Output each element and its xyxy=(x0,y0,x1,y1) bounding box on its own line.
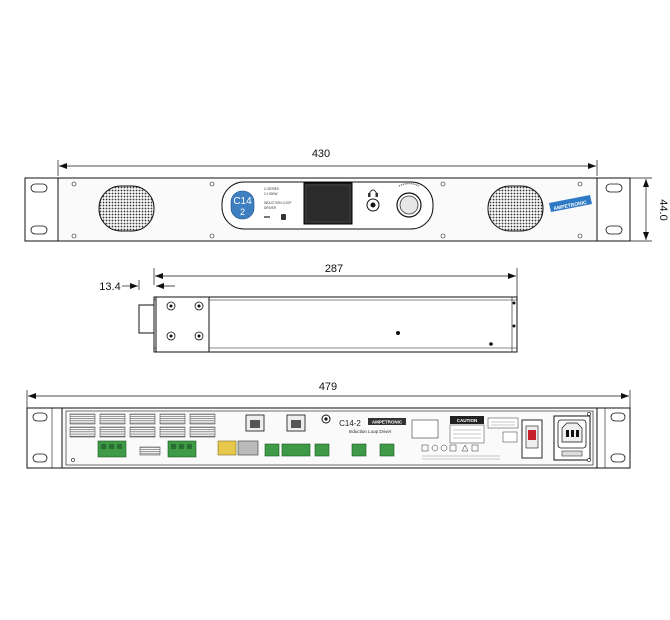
side-screw xyxy=(489,342,493,346)
front-rotary-encoder[interactable] xyxy=(396,182,422,218)
input-connector-4[interactable] xyxy=(351,443,367,457)
input-connector-1[interactable] xyxy=(264,443,280,457)
serial-label-box xyxy=(411,419,439,439)
front-screw xyxy=(440,181,446,187)
svg-text:CAUTION: CAUTION xyxy=(457,418,478,423)
side-view: 287 13.4 xyxy=(99,263,518,353)
model-badge xyxy=(230,190,255,220)
power-switch[interactable] xyxy=(521,419,543,459)
input-connector-3[interactable] xyxy=(314,443,330,457)
front-led-indicator xyxy=(264,216,270,218)
caution-label: CAUTION xyxy=(449,416,485,444)
rear-width-label: 479 xyxy=(319,381,337,393)
front-screw xyxy=(71,233,77,239)
front-speaker-grille-right xyxy=(487,185,544,232)
front-usb-port[interactable] xyxy=(281,214,286,220)
front-rack-ear-left xyxy=(24,177,59,242)
iec-power-inlet[interactable] xyxy=(553,415,591,461)
front-screw xyxy=(577,181,583,187)
rear-model-label: C14-2 xyxy=(339,419,361,428)
rear-rack-ear-right xyxy=(596,407,631,469)
rear-subtitle: Induction Loop Driver xyxy=(349,429,392,434)
front-display-screen xyxy=(303,182,353,225)
rear-brand-logo: AMPETRONIC xyxy=(368,418,406,425)
rj45-port-2[interactable] xyxy=(286,414,306,432)
rear-view: 479 xyxy=(26,381,631,469)
side-depth-dimension: 287 xyxy=(153,263,518,297)
svg-text:AMPETRONIC: AMPETRONIC xyxy=(372,420,403,425)
side-depth-label: 287 xyxy=(325,263,343,275)
front-height-label: 44.0 xyxy=(657,199,669,220)
rear-rack-ear-left xyxy=(26,407,63,469)
front-screw xyxy=(71,181,77,187)
rj45-port-1[interactable] xyxy=(245,414,265,432)
front-screw xyxy=(577,233,583,239)
front-info-line-2: 2 x 500W xyxy=(264,192,277,196)
front-width-label: 430 xyxy=(312,148,330,160)
compliance-marks xyxy=(421,444,500,460)
rating-label xyxy=(487,417,519,443)
side-front-bezel xyxy=(138,304,156,334)
input-connector-2[interactable] xyxy=(281,443,311,457)
front-screw xyxy=(209,233,215,239)
front-info-line-1: C-SERIES xyxy=(264,187,279,191)
side-screw xyxy=(396,331,400,335)
headphone-icon xyxy=(368,189,378,197)
side-offset-dimension: 13.4 xyxy=(99,280,175,293)
network-port[interactable] xyxy=(217,440,237,456)
side-offset-label: 13.4 xyxy=(99,281,120,293)
front-view: 430 44.0 xyxy=(24,148,669,242)
front-height-dimension: 44.0 xyxy=(628,177,669,242)
side-chassis xyxy=(153,296,518,353)
rear-width-dimension: 479 xyxy=(26,381,631,408)
model-badge-top: C14 xyxy=(233,196,252,207)
front-screw xyxy=(440,233,446,239)
front-rack-ear-right xyxy=(596,177,631,242)
front-speaker-grille-left xyxy=(98,185,155,232)
input-connector-5[interactable] xyxy=(379,443,395,457)
rear-vent-slots xyxy=(69,413,216,456)
loop-output-connector-1[interactable] xyxy=(97,440,127,458)
model-badge-bottom: 2 xyxy=(240,207,245,217)
front-info-line-4: DRIVER xyxy=(264,206,277,210)
loop-output-connector-2[interactable] xyxy=(167,440,197,458)
front-screw xyxy=(209,181,215,187)
front-info-line-3: INDUCTION LOOP xyxy=(264,201,291,205)
front-width-dimension: 430 xyxy=(57,148,598,176)
aux-port[interactable] xyxy=(237,440,259,456)
